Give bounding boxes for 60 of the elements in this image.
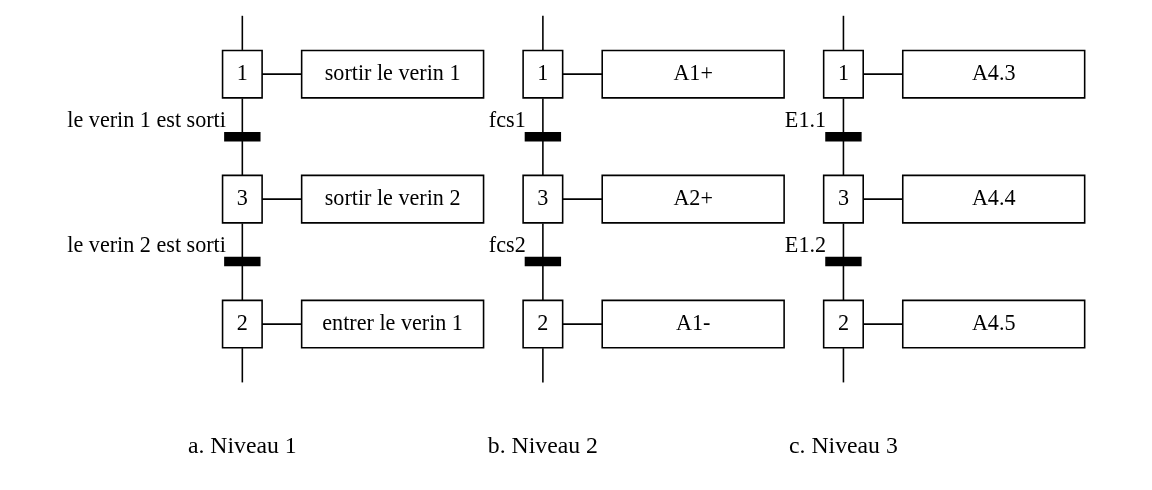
connector [842, 264, 844, 301]
node-box: A4.4 [901, 174, 1085, 224]
connector [561, 198, 603, 200]
connector [241, 347, 243, 384]
connector [541, 347, 544, 384]
connector [861, 198, 904, 200]
node-bar [524, 256, 561, 267]
label: a. Niveau 1 [187, 431, 297, 458]
node-box: 2 [822, 299, 864, 349]
connector [842, 15, 844, 51]
connector [541, 97, 544, 134]
connector [241, 140, 243, 176]
node-box: 3 [822, 174, 864, 224]
connector [260, 323, 302, 325]
connector [842, 140, 844, 176]
connector [842, 347, 844, 384]
node-label: fcs1 [488, 106, 526, 132]
node-bar [824, 131, 862, 142]
node-bar [824, 256, 862, 267]
connector [541, 15, 544, 51]
node-box: A1+ [600, 49, 785, 99]
node-bar [223, 131, 261, 142]
connector [541, 222, 544, 259]
node-label: fcs2 [488, 231, 526, 257]
connector [260, 198, 302, 200]
node-box: A2+ [600, 174, 785, 224]
connector [260, 73, 302, 75]
node-box: A1- [600, 299, 785, 349]
connector [861, 323, 904, 325]
node-box: 2 [521, 299, 563, 349]
connector [861, 73, 904, 75]
connector [241, 264, 243, 301]
node-label: le verin 1 est sorti [66, 106, 226, 132]
connector [842, 222, 844, 259]
node-box: A4.5 [901, 299, 1085, 349]
connector [561, 73, 603, 75]
node-box: 1 [221, 49, 263, 99]
node-bar [524, 131, 561, 142]
node-box: 1 [822, 49, 864, 99]
node-box: 3 [521, 174, 563, 224]
node-label: le verin 2 est sorti [66, 231, 226, 257]
label: b. Niveau 2 [487, 431, 598, 458]
connector [561, 323, 603, 325]
node-label: E1.2 [784, 231, 826, 257]
node-box: A4.3 [901, 49, 1085, 99]
node-label: E1.1 [784, 106, 826, 132]
connector [241, 222, 243, 259]
node-box: sortir le verin 1 [300, 49, 484, 99]
node-bar [223, 256, 261, 267]
node-box: 1 [521, 49, 563, 99]
connector [842, 97, 844, 134]
connector [541, 140, 544, 176]
connector [241, 97, 243, 134]
node-box: entrer le verin 1 [300, 299, 484, 349]
connector [541, 264, 544, 301]
node-box: 2 [221, 299, 263, 349]
node-box: sortir le verin 2 [300, 174, 484, 224]
label: c. Niveau 3 [788, 431, 898, 458]
node-box: 3 [221, 174, 263, 224]
connector [241, 15, 243, 51]
